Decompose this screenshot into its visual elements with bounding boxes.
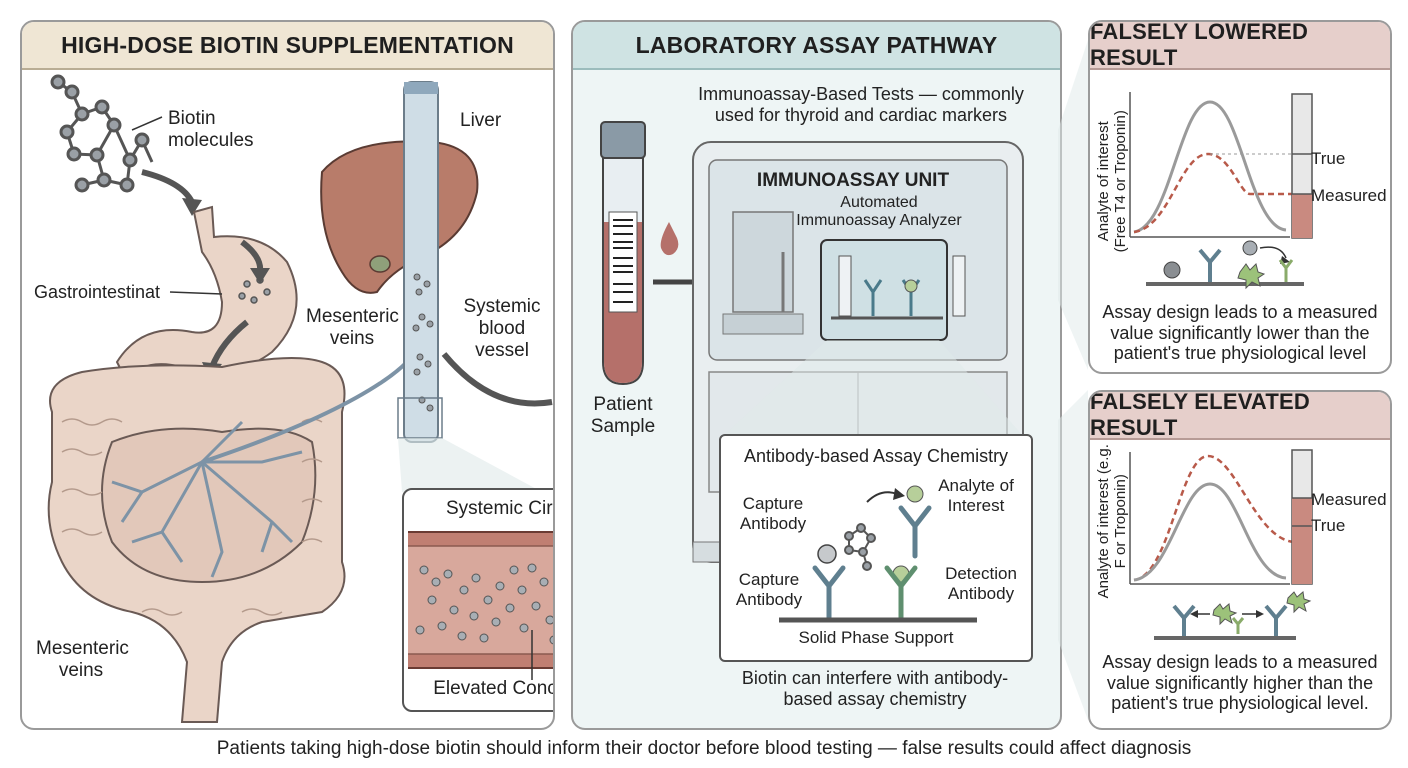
antibody-chemistry-diagram xyxy=(779,485,977,623)
assay-panel-title: LABORATORY ASSAY PATHWAY xyxy=(573,22,1060,70)
lowered-description: Assay design leads to a measured value s… xyxy=(1102,302,1378,364)
systemic-blood-vessel-icon xyxy=(397,81,443,443)
detection-antibody-label: Detection Antibody xyxy=(945,564,1017,603)
assay-intro-text: Immunoassay-Based Tests — commonly used … xyxy=(698,84,1024,125)
elevated-measured-label: Measured xyxy=(1311,490,1387,509)
footer-note: Patients taking high-dose biotin should … xyxy=(216,738,1192,759)
interference-note: Biotin can interfere with antibody-based… xyxy=(741,668,1009,709)
elevated-concentration-label: Elevated Concentration xyxy=(433,678,553,699)
assay-chemistry-title: Antibody-based Assay Chemistry xyxy=(743,446,1009,466)
mesenteric-veins-upper-label: Mesenteric veins xyxy=(306,306,399,349)
elevated-description: Assay design leads to a measured value s… xyxy=(1102,652,1378,714)
immunoassay-unit-title: IMMUNOASSAY UNIT xyxy=(756,170,950,191)
falsely-elevated-panel: FALSELY ELEVATED RESULT Analyte of inter… xyxy=(1088,390,1392,730)
gastrointestinal-label: Gastrointestinat xyxy=(34,282,161,302)
elevated-chart xyxy=(1129,449,1313,640)
measured-curve xyxy=(1133,454,1297,582)
assay-chemistry-box: Antibody-based Assay Chemistry Capture A… xyxy=(719,434,1033,662)
systemic-blood-vessel-label: Systemic blood vessel xyxy=(463,296,541,361)
analyzer-subtitle: Automated Immunoassay Analyzer xyxy=(796,194,962,230)
falsely-lowered-title: FALSELY LOWERED RESULT xyxy=(1090,22,1390,70)
biotin-illustration xyxy=(47,74,553,723)
liver-icon xyxy=(320,140,479,294)
elevated-true-label: True xyxy=(1311,516,1346,535)
test-tube-icon xyxy=(600,121,646,386)
biotin-panel: HIGH-DOSE BIOTIN SUPPLEMENTATION xyxy=(20,20,555,730)
capture-antibody-label-2: Capture Antibody xyxy=(735,570,803,609)
systemic-circulation-title: Systemic Circulation xyxy=(445,498,553,519)
measured-curve xyxy=(1133,152,1296,234)
biotin-panel-title: HIGH-DOSE BIOTIN SUPPLEMENTATION xyxy=(22,22,553,70)
analyte-label: Analyte of Interest xyxy=(938,476,1014,515)
mesenteric-veins-lower-label: Mesenteric veins xyxy=(36,638,129,681)
blood-drop-icon xyxy=(660,222,679,256)
assay-panel: LABORATORY ASSAY PATHWAY Immunoassay-Bas… xyxy=(571,20,1062,730)
liver-label: Liver xyxy=(460,110,502,131)
falsely-lowered-panel: FALSELY LOWERED RESULT Analyte of intere… xyxy=(1088,20,1392,374)
blood-vessel-section-icon xyxy=(408,531,553,680)
biotin-molecules-label: Biotin molecules xyxy=(168,108,254,151)
capture-antibody-label-1: Capture Antibody xyxy=(739,494,807,533)
lowered-measured-label: Measured xyxy=(1311,186,1387,205)
systemic-circulation-box: Systemic Circulation Elevated Concentrat… xyxy=(402,488,553,712)
lowered-true-label: True xyxy=(1311,149,1346,168)
solid-phase-support-label: Solid Phase Support xyxy=(798,628,954,647)
true-curve xyxy=(1133,100,1287,234)
true-curve xyxy=(1133,482,1287,582)
lowered-chart xyxy=(1129,92,1313,290)
patient-sample-label: Patient Sample xyxy=(590,394,656,437)
intestines-icon xyxy=(47,357,346,723)
arrow-icon xyxy=(141,169,195,204)
biotin-molecule-icon xyxy=(50,74,154,193)
falsely-elevated-title: FALSELY ELEVATED RESULT xyxy=(1090,392,1390,440)
